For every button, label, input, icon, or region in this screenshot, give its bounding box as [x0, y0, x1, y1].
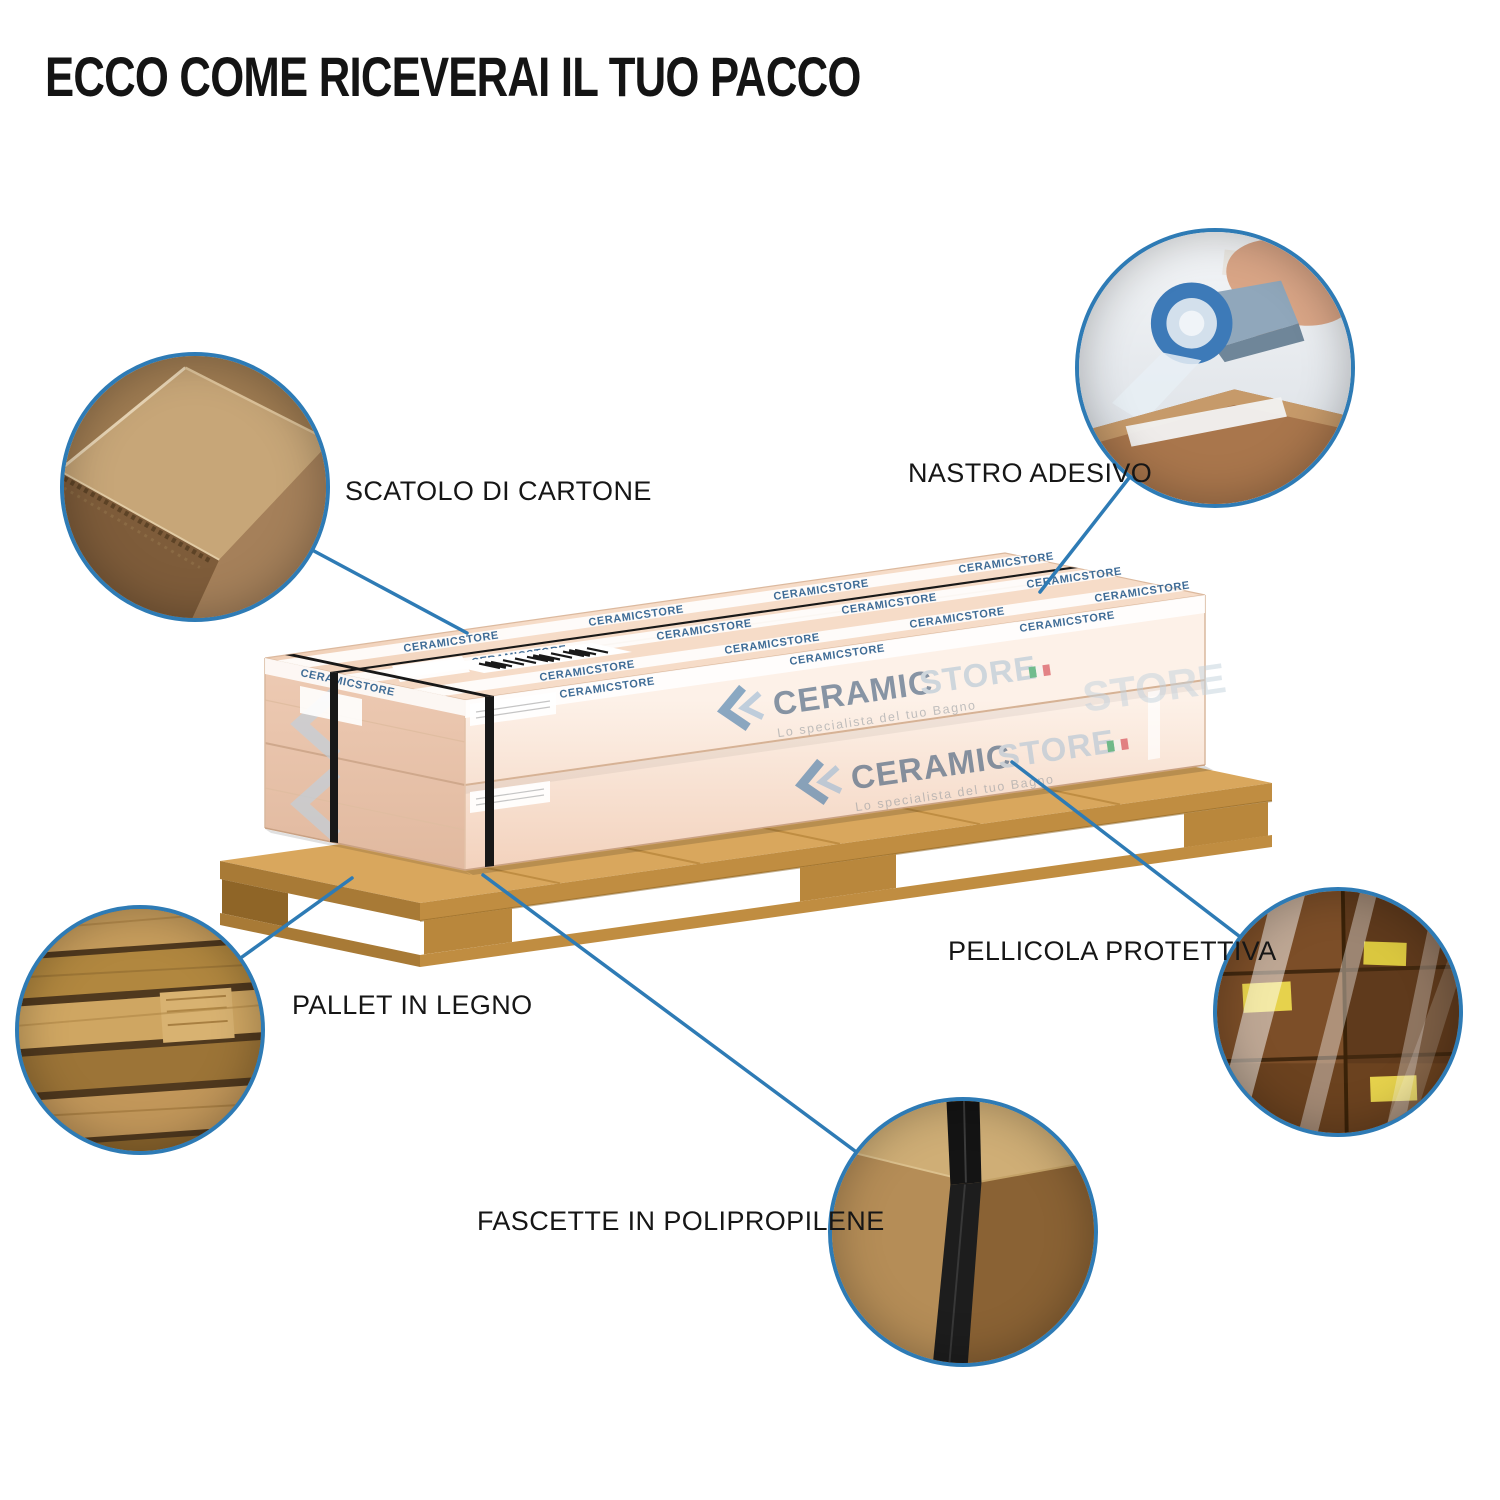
- connector-fascette: [481, 873, 857, 1153]
- photo-vignette: [64, 356, 326, 618]
- strap-girth-front-face: [485, 696, 494, 867]
- carton-boxes-illustration: CERAMICSTORE CERAMICSTORE CERAMICSTORE C…: [264, 551, 1229, 871]
- strap-lengthwise-top: [330, 567, 1078, 673]
- box-shadow-left: [265, 829, 471, 875]
- photo-vignette: [1217, 891, 1459, 1133]
- page-title: ECCO COME RICEVERAI IL TUO PACCO: [45, 45, 861, 108]
- strap-girth-top: [285, 654, 494, 697]
- label-pallet-in-legno: PALLET IN LEGNO: [292, 990, 533, 1020]
- photo-circle-shrink-wrap: [1213, 887, 1463, 1137]
- connector-scatolo: [312, 549, 469, 635]
- barcode-label: [444, 643, 632, 673]
- connector-nastro: [1038, 476, 1131, 594]
- strap-lengthwise-end-face: [330, 672, 338, 843]
- connector-lines: [240, 476, 1241, 1153]
- label-fascette-in-polipropilene: FASCETTE IN POLIPROPILENE: [477, 1206, 885, 1236]
- photo-circle-cardboard: [60, 352, 330, 622]
- label-pellicola-protettiva: PELLICOLA PROTETTIVA: [948, 936, 1277, 966]
- strap-corner-photo: [832, 1101, 1094, 1363]
- photo-circle-strap: [828, 1097, 1098, 1367]
- connector-pallet: [240, 876, 354, 959]
- box-shadow: [465, 766, 1213, 875]
- tape-dispenser-photo: [1079, 232, 1351, 504]
- photo-circle-pallet: [15, 905, 265, 1155]
- connector-pellicola: [1010, 760, 1241, 938]
- label-scatolo-di-cartone: SCATOLO DI CARTONE: [345, 476, 652, 506]
- photo-vignette: [19, 909, 261, 1151]
- photo-circle-tape: [1075, 228, 1355, 508]
- label-nastro-adesivo: NASTRO ADESIVO: [908, 458, 1153, 488]
- straps: [285, 567, 1078, 867]
- wood-pallet-photo: [19, 909, 261, 1151]
